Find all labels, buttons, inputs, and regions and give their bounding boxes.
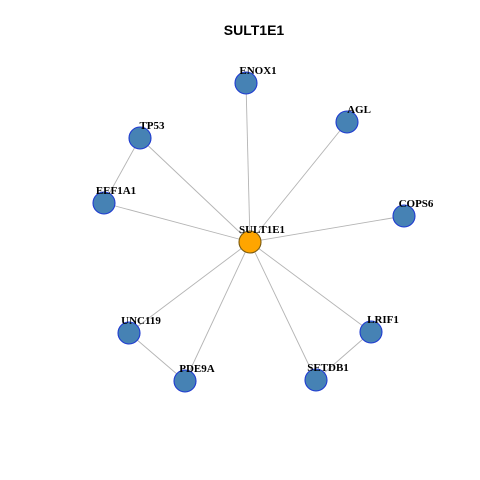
node-label-enox1: ENOX1 bbox=[239, 65, 276, 77]
graph-title: SULT1E1 bbox=[224, 22, 285, 38]
node-eef1a1[interactable] bbox=[92, 191, 116, 215]
node-enox1[interactable] bbox=[234, 71, 258, 95]
edge-sult1e1-agl bbox=[249, 121, 348, 243]
nodes-layer bbox=[92, 71, 416, 393]
edge-sult1e1-enox1 bbox=[245, 82, 251, 243]
node-label-tp53: TP53 bbox=[139, 120, 165, 132]
node-cops6[interactable] bbox=[392, 204, 416, 228]
node-agl[interactable] bbox=[335, 110, 359, 134]
node-label-cops6: COPS6 bbox=[399, 198, 434, 210]
node-label-sult1e1: SULT1E1 bbox=[239, 224, 285, 236]
edge-sult1e1-pde9a bbox=[184, 241, 251, 382]
node-label-unc119: UNC119 bbox=[121, 315, 161, 327]
edge-sult1e1-setdb1 bbox=[249, 241, 317, 381]
node-unc119[interactable] bbox=[117, 321, 141, 345]
node-label-pde9a: PDE9A bbox=[179, 363, 215, 375]
node-setdb1[interactable] bbox=[304, 368, 328, 392]
edge-sult1e1-lrif1 bbox=[249, 241, 372, 333]
edge-sult1e1-tp53 bbox=[139, 137, 251, 243]
edge-tp53-eef1a1 bbox=[103, 137, 141, 204]
node-label-lrif1: LRIF1 bbox=[367, 314, 399, 326]
edge-sult1e1-unc119 bbox=[128, 241, 251, 334]
edge-sult1e1-cops6 bbox=[249, 215, 405, 243]
edges-layer bbox=[103, 82, 405, 382]
node-label-setdb1: SETDB1 bbox=[307, 362, 349, 374]
node-tp53[interactable] bbox=[128, 126, 152, 150]
node-label-agl: AGL bbox=[347, 104, 371, 116]
node-label-eef1a1: EEF1A1 bbox=[96, 185, 136, 197]
edge-unc119-pde9a bbox=[128, 332, 186, 382]
node-sult1e1[interactable] bbox=[238, 230, 262, 254]
edge-lrif1-setdb1 bbox=[315, 331, 372, 381]
edge-sult1e1-eef1a1 bbox=[103, 202, 251, 243]
node-lrif1[interactable] bbox=[359, 320, 383, 344]
node-pde9a[interactable] bbox=[173, 369, 197, 393]
